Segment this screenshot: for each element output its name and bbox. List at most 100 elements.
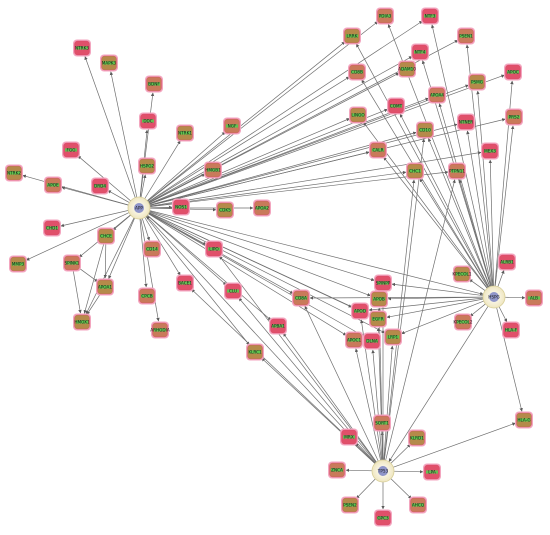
node-hub3[interactable]: TP53 <box>371 459 395 483</box>
node-ntner[interactable]: NTNER <box>457 113 475 131</box>
node-label-strip <box>377 281 389 285</box>
node-chc1[interactable]: CHC1 <box>406 162 424 180</box>
node-label: CD10 <box>419 128 431 133</box>
node-lrp1[interactable]: LRP1 <box>384 328 402 346</box>
node-klrc1[interactable]: KLRC1 <box>246 343 264 361</box>
node-hla-f[interactable]: HLA-F <box>502 321 520 339</box>
node-spinpp[interactable]: SPINPP <box>374 274 392 292</box>
node-comt[interactable]: COMT <box>387 97 405 115</box>
node-ngf[interactable]: NGF <box>223 117 241 135</box>
node-lipo[interactable]: LIPO <box>205 240 223 258</box>
edge-hub3-psen2 <box>356 477 377 499</box>
edge-hub1-pdia3 <box>146 21 379 203</box>
node-label-strip <box>8 171 20 175</box>
node-label: SPINK1 <box>65 261 80 266</box>
node-hmgb1[interactable]: HMGB1 <box>204 161 222 179</box>
node-label: NTF3 <box>425 14 436 19</box>
node-calr[interactable]: CALR <box>369 141 387 159</box>
node-apoc[interactable]: APOC <box>504 63 522 81</box>
node-ntf4[interactable]: NTF4 <box>411 43 429 61</box>
node-dlna[interactable]: DLNA <box>363 332 381 350</box>
node-cd14[interactable]: CD14 <box>143 240 161 258</box>
node-cd8b[interactable]: CD8B <box>348 63 366 81</box>
edge-hub1-lrp1 <box>147 212 386 334</box>
node-spink1[interactable]: SPINK1 <box>63 254 81 272</box>
node-prs2[interactable]: PRS2 <box>505 108 523 126</box>
node-lrrk[interactable]: LRRK <box>343 27 361 45</box>
node-lingo[interactable]: LINGO <box>349 106 367 124</box>
node-cd8a[interactable]: CD8A <box>292 289 310 307</box>
node-ntrk2[interactable]: NTRK2 <box>5 164 23 182</box>
node-cdk5[interactable]: CDK5 <box>216 201 234 219</box>
node-hla-g[interactable]: HLA-G <box>515 411 533 429</box>
edge-hub3-apoc1 <box>354 348 382 462</box>
node-pdia3[interactable]: PDIA3 <box>376 7 394 25</box>
node-znca[interactable]: ZNCA <box>328 461 346 479</box>
edge-hub2-psmg <box>476 90 494 288</box>
node-ntf3[interactable]: NTF3 <box>421 7 439 25</box>
node-cd10[interactable]: CD10 <box>416 121 434 139</box>
node-apoa4[interactable]: APOA4 <box>428 86 446 104</box>
node-label-strip <box>141 294 153 298</box>
node-label: FGG <box>67 148 76 153</box>
node-hub2[interactable]: HSPG <box>482 285 506 309</box>
node-drd4[interactable]: DRD4 <box>91 177 109 195</box>
node-alb[interactable]: ALB <box>525 289 543 307</box>
node-hub1[interactable]: APP <box>127 196 151 220</box>
node-sort1[interactable]: SORT1 <box>373 414 391 432</box>
node-ntrk3[interactable]: NTRK3 <box>73 39 91 57</box>
node-chce[interactable]: CHCE <box>97 227 115 245</box>
node-psen1[interactable]: PSEN1 <box>457 27 475 45</box>
node-label: NGF <box>228 124 237 129</box>
node-chd1[interactable]: CHD1 <box>43 219 61 237</box>
node-ptpn11[interactable]: PTPN11 <box>448 162 466 180</box>
node-mrx[interactable]: MRX <box>340 428 358 446</box>
node-gpc3[interactable]: GPC3 <box>374 509 392 527</box>
node-label: APBA1 <box>271 324 285 329</box>
node-nos1[interactable]: NOS1 <box>172 198 190 216</box>
node-apob[interactable]: APOB <box>370 290 388 308</box>
node-label-strip <box>412 503 424 507</box>
node-mex3[interactable]: MEX3 <box>481 142 499 160</box>
node-mmp3[interactable]: MMP3 <box>9 255 27 273</box>
edge-spink1-hmox1 <box>72 270 82 314</box>
node-adam10[interactable]: ADAM10 <box>398 60 416 78</box>
edge-hub1-mmp3 <box>25 211 131 261</box>
node-label-strip <box>141 164 153 168</box>
node-apba1[interactable]: APBA1 <box>269 317 287 335</box>
node-lpa[interactable]: LPA <box>423 463 441 481</box>
node-hmox1[interactable]: HMOX1 <box>73 313 91 331</box>
node-psen2[interactable]: PSEN2 <box>341 496 359 514</box>
node-ddc[interactable]: DDC <box>139 112 157 130</box>
node-clu[interactable]: CLU <box>224 282 242 300</box>
node-label: PSEN2 <box>343 503 357 508</box>
node-egfr[interactable]: EGFR <box>369 310 387 328</box>
edge-hub3-ptpn11 <box>385 179 456 462</box>
node-bdnf[interactable]: BDNF <box>145 75 163 93</box>
node-apoc1[interactable]: APOC1 <box>345 331 363 349</box>
node-label: CLU <box>229 289 237 294</box>
node-kpecol1[interactable]: KPECOL1 <box>452 265 472 283</box>
node-mapk3[interactable]: MAPK3 <box>100 54 118 72</box>
node-apod[interactable]: APOD <box>351 302 369 320</box>
node-bace1[interactable]: BACE1 <box>176 274 194 292</box>
node-cpcb[interactable]: CPCB <box>138 287 156 305</box>
node-hspg2[interactable]: HSPG2 <box>138 157 156 175</box>
node-alrb1[interactable]: ALRB1 <box>498 253 516 271</box>
node-ahcq[interactable]: AHCQ <box>409 496 427 514</box>
node-label-strip <box>352 113 364 117</box>
node-label-strip <box>426 470 438 474</box>
node-label-strip <box>100 234 112 238</box>
node-klrd1[interactable]: KLRD1 <box>408 429 426 447</box>
node-ntrk1[interactable]: NTRK1 <box>176 124 194 142</box>
node-label: HSPG <box>488 295 500 300</box>
edge-hub1-apoc <box>148 74 505 205</box>
node-psmg[interactable]: PSMG <box>468 73 486 91</box>
node-arhgdia[interactable]: ARHGDIA <box>150 321 170 339</box>
node-apoa1[interactable]: APOA1 <box>96 278 114 296</box>
node-fgg[interactable]: FGG <box>62 141 80 159</box>
node-apoe[interactable]: APOE <box>44 176 62 194</box>
node-apoa2[interactable]: APOA2 <box>253 199 271 217</box>
node-kpecol2[interactable]: KPECOL2 <box>453 313 473 331</box>
